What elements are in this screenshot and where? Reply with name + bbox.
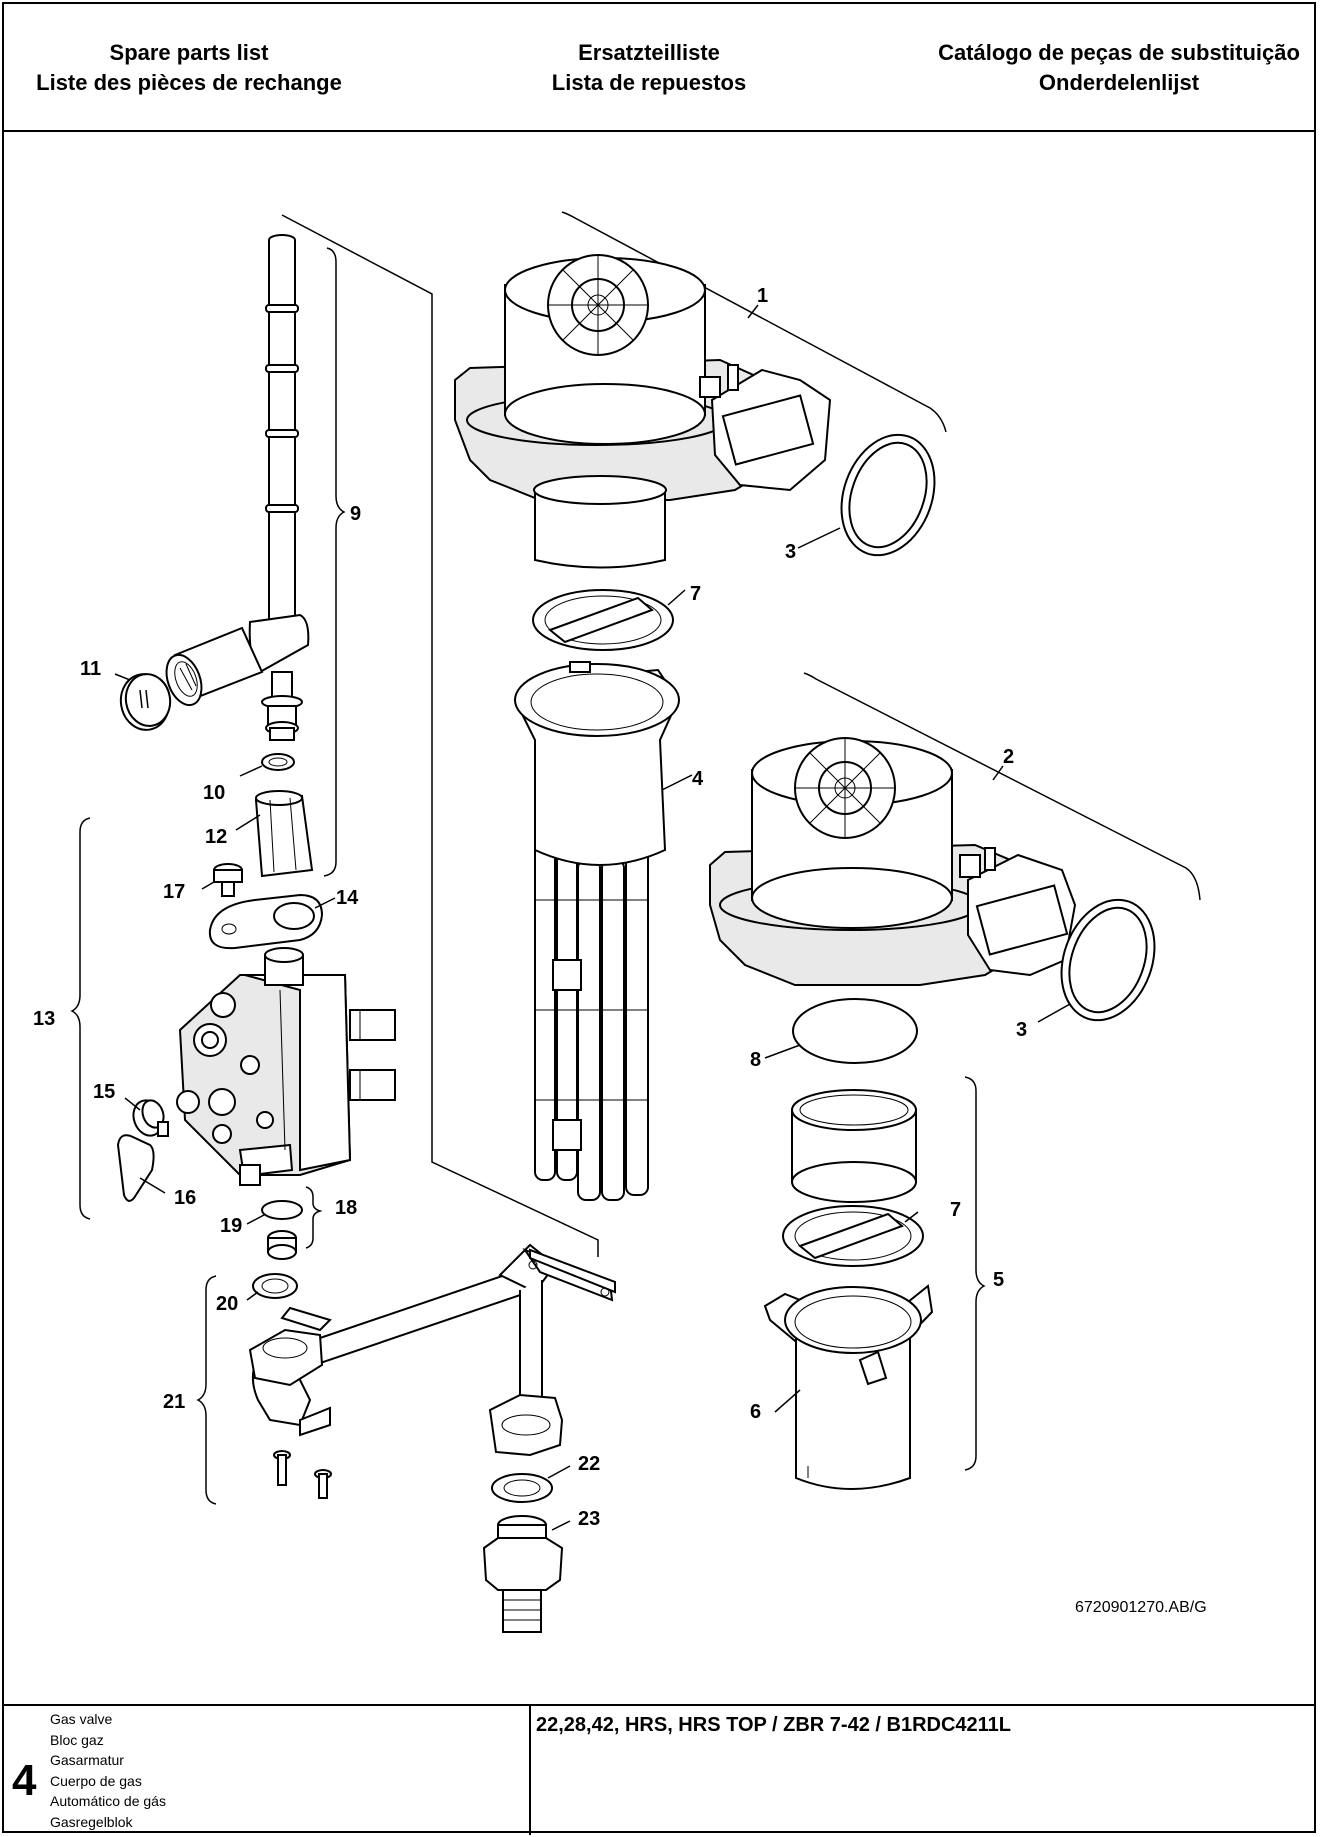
model-designation: 22,28,42, HRS, HRS TOP / ZBR 7-42 / B1RD… xyxy=(536,1714,1012,1736)
title-en: Spare parts list xyxy=(109,40,269,65)
group-line-fan2 xyxy=(803,672,1201,901)
title-es: Lista de repuestos xyxy=(551,70,747,95)
brace-18 xyxy=(305,1186,323,1249)
callout-16: 16 xyxy=(174,1187,196,1209)
title-fr: Liste des pièces de rechange xyxy=(36,70,342,95)
brace-5 xyxy=(964,1076,986,1471)
callout-21: 21 xyxy=(163,1391,185,1413)
callout-6: 6 xyxy=(750,1401,761,1423)
callout-22: 22 xyxy=(578,1453,600,1475)
cap-part-11 xyxy=(119,673,172,731)
leader-lines xyxy=(114,304,1071,1531)
name-es: Cuerpo de gas xyxy=(50,1772,142,1789)
header: Spare parts list Liste des pièces de rec… xyxy=(4,4,1314,132)
plate-part-7-upper xyxy=(532,589,674,651)
oring-part-19 xyxy=(261,1200,303,1220)
callout-7-lower: 7 xyxy=(950,1199,961,1221)
connector-part-23 xyxy=(482,1515,564,1633)
gasket-part-14 xyxy=(208,893,324,950)
footer: 4 Gas valve Bloc gaz Gasarmatur Cuerpo d… xyxy=(4,1704,1314,1835)
callout-3-upper: 3 xyxy=(785,541,796,563)
callout-3-lower: 3 xyxy=(1016,1019,1027,1041)
callout-15: 15 xyxy=(93,1081,115,1103)
heat-exchanger-part-4 xyxy=(513,661,680,1201)
washer-part-22 xyxy=(491,1473,553,1503)
callout-13: 13 xyxy=(33,1008,55,1030)
section-names: Gas valve Bloc gaz Gasarmatur Cuerpo de … xyxy=(50,1709,166,1832)
name-de: Gasarmatur xyxy=(50,1752,124,1768)
name-fr: Bloc gaz xyxy=(50,1731,104,1748)
header-col-de-es: Ersatzteilliste Lista de repuestos xyxy=(484,38,814,98)
drawing-code: 6720901270.AB/G xyxy=(1075,1599,1207,1616)
fitting-part-18 xyxy=(267,1230,297,1260)
nut-part-12 xyxy=(254,790,314,878)
name-en: Gas valve xyxy=(50,1711,113,1727)
screws-part-21 xyxy=(273,1450,332,1499)
brace-21 xyxy=(196,1275,217,1505)
plate-part-7-lower xyxy=(782,1205,924,1267)
section-number: 4 xyxy=(12,1756,37,1805)
brace-13 xyxy=(70,817,91,1220)
clip-part-16 xyxy=(116,1134,155,1202)
callout-9: 9 xyxy=(350,503,361,525)
header-col-pt-nl: Catálogo de peças de substituição Onderd… xyxy=(924,38,1314,98)
title-pt: Catálogo de peças de substituição xyxy=(938,40,1300,65)
title-nl: Onderdelenlijst xyxy=(1038,70,1200,95)
cup-part-6 xyxy=(763,1284,934,1490)
name-nl: Gasregelblok xyxy=(50,1813,133,1830)
gas-valve-part-13 xyxy=(176,947,396,1186)
callout-17: 17 xyxy=(163,881,185,903)
callout-5: 5 xyxy=(993,1269,1004,1291)
pipe-assembly xyxy=(165,234,310,741)
callout-12: 12 xyxy=(205,826,227,848)
fitting-part-15 xyxy=(132,1099,169,1137)
callout-4: 4 xyxy=(692,768,704,790)
brace-9 xyxy=(323,247,346,877)
footer-divider xyxy=(529,1706,531,1835)
callout-14: 14 xyxy=(336,887,359,909)
group-line-pipe xyxy=(281,214,599,1257)
header-col-en-fr: Spare parts list Liste des pièces de rec… xyxy=(24,38,354,98)
callout-19: 19 xyxy=(220,1215,242,1237)
fan-part-1 xyxy=(454,254,832,569)
washer-part-20 xyxy=(252,1273,298,1299)
callout-18: 18 xyxy=(335,1197,357,1219)
callout-20: 20 xyxy=(216,1293,238,1315)
screw-part-17 xyxy=(213,863,243,897)
callout-8: 8 xyxy=(750,1049,761,1071)
callout-2: 2 xyxy=(1003,746,1014,768)
fan-part-2 xyxy=(709,737,1077,986)
sleeve-part-5 xyxy=(791,1089,917,1203)
callout-11: 11 xyxy=(80,658,101,680)
callout-1: 1 xyxy=(757,285,768,307)
gas-pipe-part-21 xyxy=(248,1243,616,1457)
name-pt: Automático de gás xyxy=(50,1793,166,1809)
callout-10: 10 xyxy=(203,782,225,804)
oring-part-10 xyxy=(261,753,295,771)
callout-23: 23 xyxy=(578,1508,600,1530)
callout-7-upper: 7 xyxy=(690,583,701,605)
oring-part-8 xyxy=(792,998,918,1064)
title-de: Ersatzteilliste xyxy=(578,40,720,65)
